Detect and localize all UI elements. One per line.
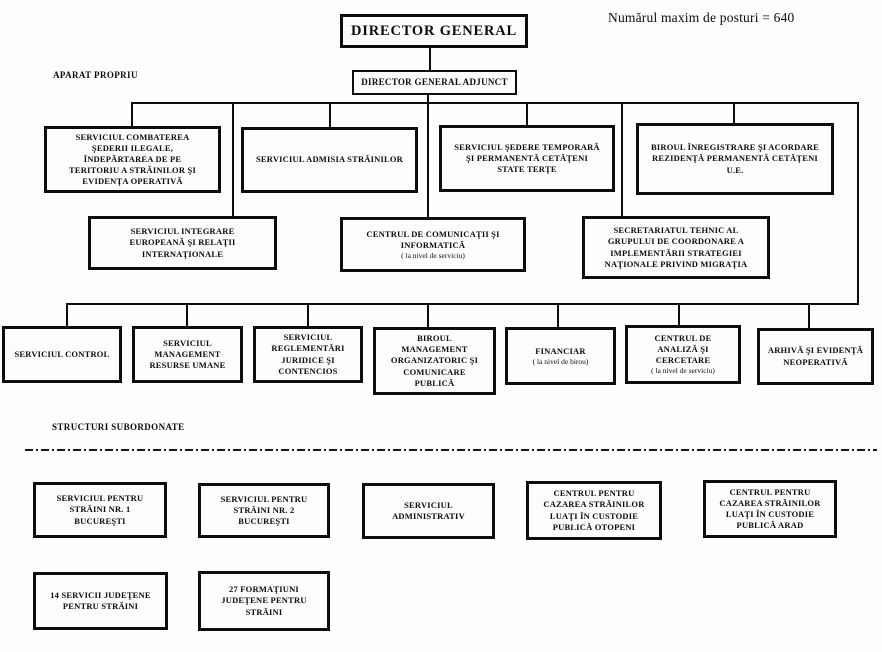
org-node-integrare-europeana: SERVICIUL INTEGRARE EUROPEANĂ ŞI RELAŢII… (88, 216, 277, 270)
org-node-level-note: ( la nivel de serviciu) (651, 366, 715, 376)
org-node-label: DIRECTOR GENERAL (350, 22, 518, 39)
org-node-servicii-judetene: 14 SERVICII JUDEŢENE PENTRU STRĂINI (33, 572, 168, 630)
connector-drop-control (66, 303, 68, 327)
org-node-admisia-strainilor: SERVICIUL ADMISIA STRĂINILOR (241, 127, 418, 193)
org-node-straini-nr2: SERVICIUL PENTRU STRĂINI NR. 2 BUCUREŞTI (198, 483, 330, 538)
org-node-analiza-cercetare: CENTRUL DE ANALIZĂ ŞI CERCETARE ( la niv… (625, 325, 741, 384)
connector-drop-reglementari (307, 303, 309, 327)
connector-drop-management-org (427, 303, 429, 328)
connector-drop-combaterea (131, 102, 133, 127)
org-node-label: CENTRUL PENTRU CAZAREA STRĂINILOR LUAŢI … (543, 488, 645, 532)
connector-mid-rail (66, 303, 859, 305)
org-node-custodie-otopeni: CENTRUL PENTRU CAZAREA STRĂINILOR LUAŢI … (526, 481, 662, 540)
org-node-label: SERVICIUL ADMISIA STRĂINILOR (255, 154, 403, 165)
org-node-combaterea-sederii-ilegale: SERVICIUL COMBATEREA ŞEDERII ILEGALE, ÎN… (44, 126, 221, 193)
max-posts-note: Numărul maxim de posturi = 640 (608, 10, 795, 25)
org-node-administrativ: SERVICIUL ADMINISTRATIV (362, 483, 495, 539)
org-node-label: CENTRUL PENTRU CAZAREA STRĂINILOR LUAŢI … (719, 486, 821, 531)
connector-drop-integrare (232, 102, 234, 217)
connector-top-rail (132, 102, 859, 104)
org-node-label: CENTRUL DE COMUNICAŢII ŞI INFORMATICĂ (366, 228, 500, 250)
org-node-financiar: FINANCIAR ( la nivel de birou) (505, 327, 616, 385)
org-node-level-note: ( la nivel de serviciu) (401, 250, 465, 260)
org-node-label: SERVICIUL MANAGEMENT RESURSE UMANE (149, 337, 226, 371)
org-node-label: DIRECTOR GENERAL ADJUNCT (361, 76, 508, 87)
org-node-director-general-adjunct: DIRECTOR GENERAL ADJUNCT (352, 70, 517, 95)
org-node-label: 14 SERVICII JUDEŢENE PENTRU STRĂINI (50, 589, 151, 611)
org-node-director-general: DIRECTOR GENERAL (340, 14, 528, 48)
org-node-inregistrare-rezidenta: BIROUL ÎNREGISTRARE ŞI ACORDARE REZIDENŢ… (636, 123, 834, 195)
connector-drop-financiar (557, 303, 559, 328)
org-node-reglementari-juridice: SERVICIUL REGLEMENTĂRI JURIDICE ŞI CONTE… (253, 326, 363, 383)
org-node-label: SERVICIUL INTEGRARE EUROPEANĂ ŞI RELAŢII… (129, 226, 236, 259)
org-node-label: SERVICIUL REGLEMENTĂRI JURIDICE ŞI CONTE… (271, 332, 345, 376)
connector-drop-analiza (678, 303, 680, 326)
section-label-structuri-subordonate: STRUCTURI SUBORDONATE (52, 422, 185, 432)
connector-drop-inregistrare (733, 102, 735, 124)
org-node-label: SERVICIUL PENTRU STRĂINI NR. 1 BUCUREŞTI (56, 493, 144, 526)
connector-drop-arhiva (808, 303, 810, 329)
org-node-label: BIROUL MANAGEMENT ORGANIZATORIC ŞI COMUN… (390, 333, 479, 388)
org-node-label: 27 FORMAŢIUNI JUDEŢENE PENTRU STRĂINI (221, 584, 307, 617)
org-node-label: FINANCIAR (535, 345, 586, 356)
org-node-level-note: ( la nivel de birou) (532, 356, 589, 366)
connector-drop-resurse-umane (186, 303, 188, 327)
connector-drop-secretariat (621, 102, 623, 217)
org-node-control: SERVICIUL CONTROL (2, 326, 122, 383)
subordinate-section-separator (25, 449, 877, 451)
connector-dg-adjunct (429, 46, 431, 72)
org-node-resurse-umane: SERVICIUL MANAGEMENT RESURSE UMANE (132, 326, 243, 383)
section-label-aparat-propriu: APARAT PROPRIU (53, 70, 138, 80)
org-node-label: SERVICIUL COMBATEREA ŞEDERII ILEGALE, ÎN… (69, 131, 196, 187)
org-node-label: ARHIVĂ ŞI EVIDENŢĂ NEOPERATIVĂ (767, 345, 864, 367)
connector-drop-sedere (526, 102, 528, 126)
connector-adjunct-down (427, 93, 429, 217)
org-node-straini-nr1: SERVICIUL PENTRU STRĂINI NR. 1 BUCUREŞTI (33, 482, 167, 538)
org-node-label: SERVICIUL PENTRU STRĂINI NR. 2 BUCUREŞTI (220, 493, 308, 527)
org-node-arhiva: ARHIVĂ ŞI EVIDENŢĂ NEOPERATIVĂ (757, 328, 874, 385)
org-node-management-organizatoric: BIROUL MANAGEMENT ORGANIZATORIC ŞI COMUN… (373, 327, 496, 395)
org-node-custodie-arad: CENTRUL PENTRU CAZAREA STRĂINILOR LUAŢI … (703, 480, 837, 538)
org-node-label: SERVICIUL ŞEDERE TEMPORARĂ ŞI PERMANENTĂ… (454, 141, 600, 175)
org-node-secretariat-tehnic: SECRETARIATUL TEHNIC AL GRUPULUI DE COOR… (582, 216, 770, 279)
org-node-sedere-temporara: SERVICIUL ŞEDERE TEMPORARĂ ŞI PERMANENTĂ… (439, 125, 615, 192)
org-node-label: SECRETARIATUL TEHNIC AL GRUPULUI DE COOR… (604, 225, 748, 269)
org-node-label: SERVICIUL CONTROL (14, 348, 110, 359)
org-node-comunicatii-informatica: CENTRUL DE COMUNICAŢII ŞI INFORMATICĂ ( … (340, 217, 526, 272)
org-node-label: CENTRUL DE ANALIZĂ ŞI CERCETARE (654, 333, 712, 366)
org-node-label: BIROUL ÎNREGISTRARE ŞI ACORDARE REZIDENŢ… (651, 142, 819, 175)
org-node-formatiuni-judetene: 27 FORMAŢIUNI JUDEŢENE PENTRU STRĂINI (198, 571, 330, 631)
connector-drop-admisia (329, 102, 331, 128)
connector-right-down (857, 102, 859, 305)
org-node-label: SERVICIUL ADMINISTRATIV (392, 499, 465, 521)
